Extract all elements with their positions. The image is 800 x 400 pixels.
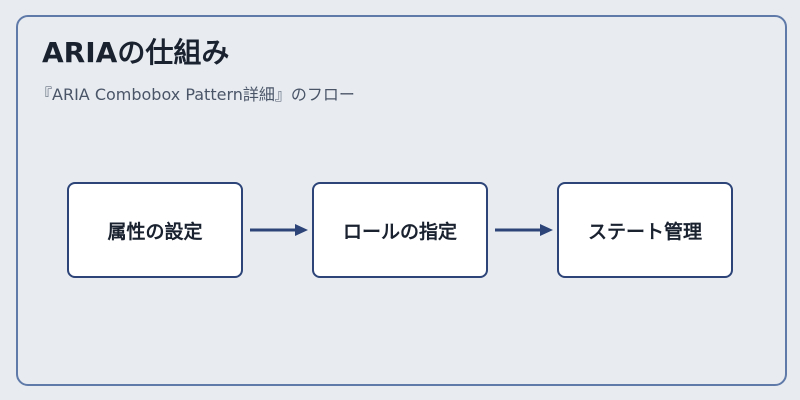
flow-step-state-management: ステート管理 [557,182,733,278]
flow-step-attribute-setting: 属性の設定 [67,182,243,278]
flow-arrow-1 [250,224,308,236]
flow-arrow-2 [495,224,553,236]
diagram-subtitle: 『ARIA Combobox Pattern詳細』のフロー [36,85,355,104]
flow-step-role-assignment: ロールの指定 [312,182,488,278]
flow-diagram: 属性の設定 ロールの指定 ステート管理 [18,17,785,384]
diagram-title: ARIAの仕組み [42,36,230,69]
diagram-card: ARIAの仕組み 『ARIA Combobox Pattern詳細』のフロー 属… [16,15,787,386]
